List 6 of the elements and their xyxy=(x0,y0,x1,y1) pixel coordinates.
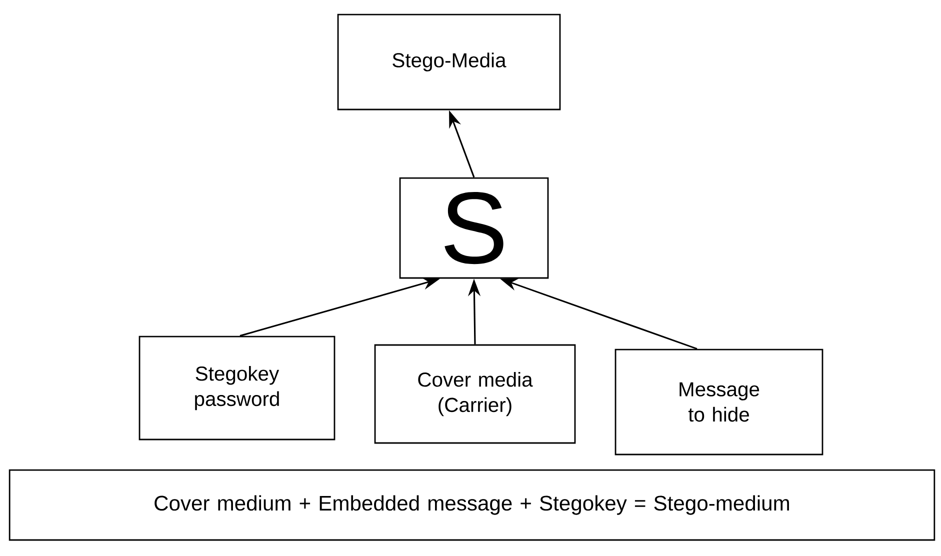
input-box: Cover media (Carrier) xyxy=(374,344,576,444)
process-box: S xyxy=(399,177,549,279)
process-box: Stego-Media xyxy=(337,14,561,110)
formula-band: Cover medium + Embedded message + Stegokey = Stego-medium xyxy=(8,469,936,541)
input-box: Stegokey password xyxy=(138,336,336,440)
input-box: Message to hide xyxy=(614,348,824,456)
